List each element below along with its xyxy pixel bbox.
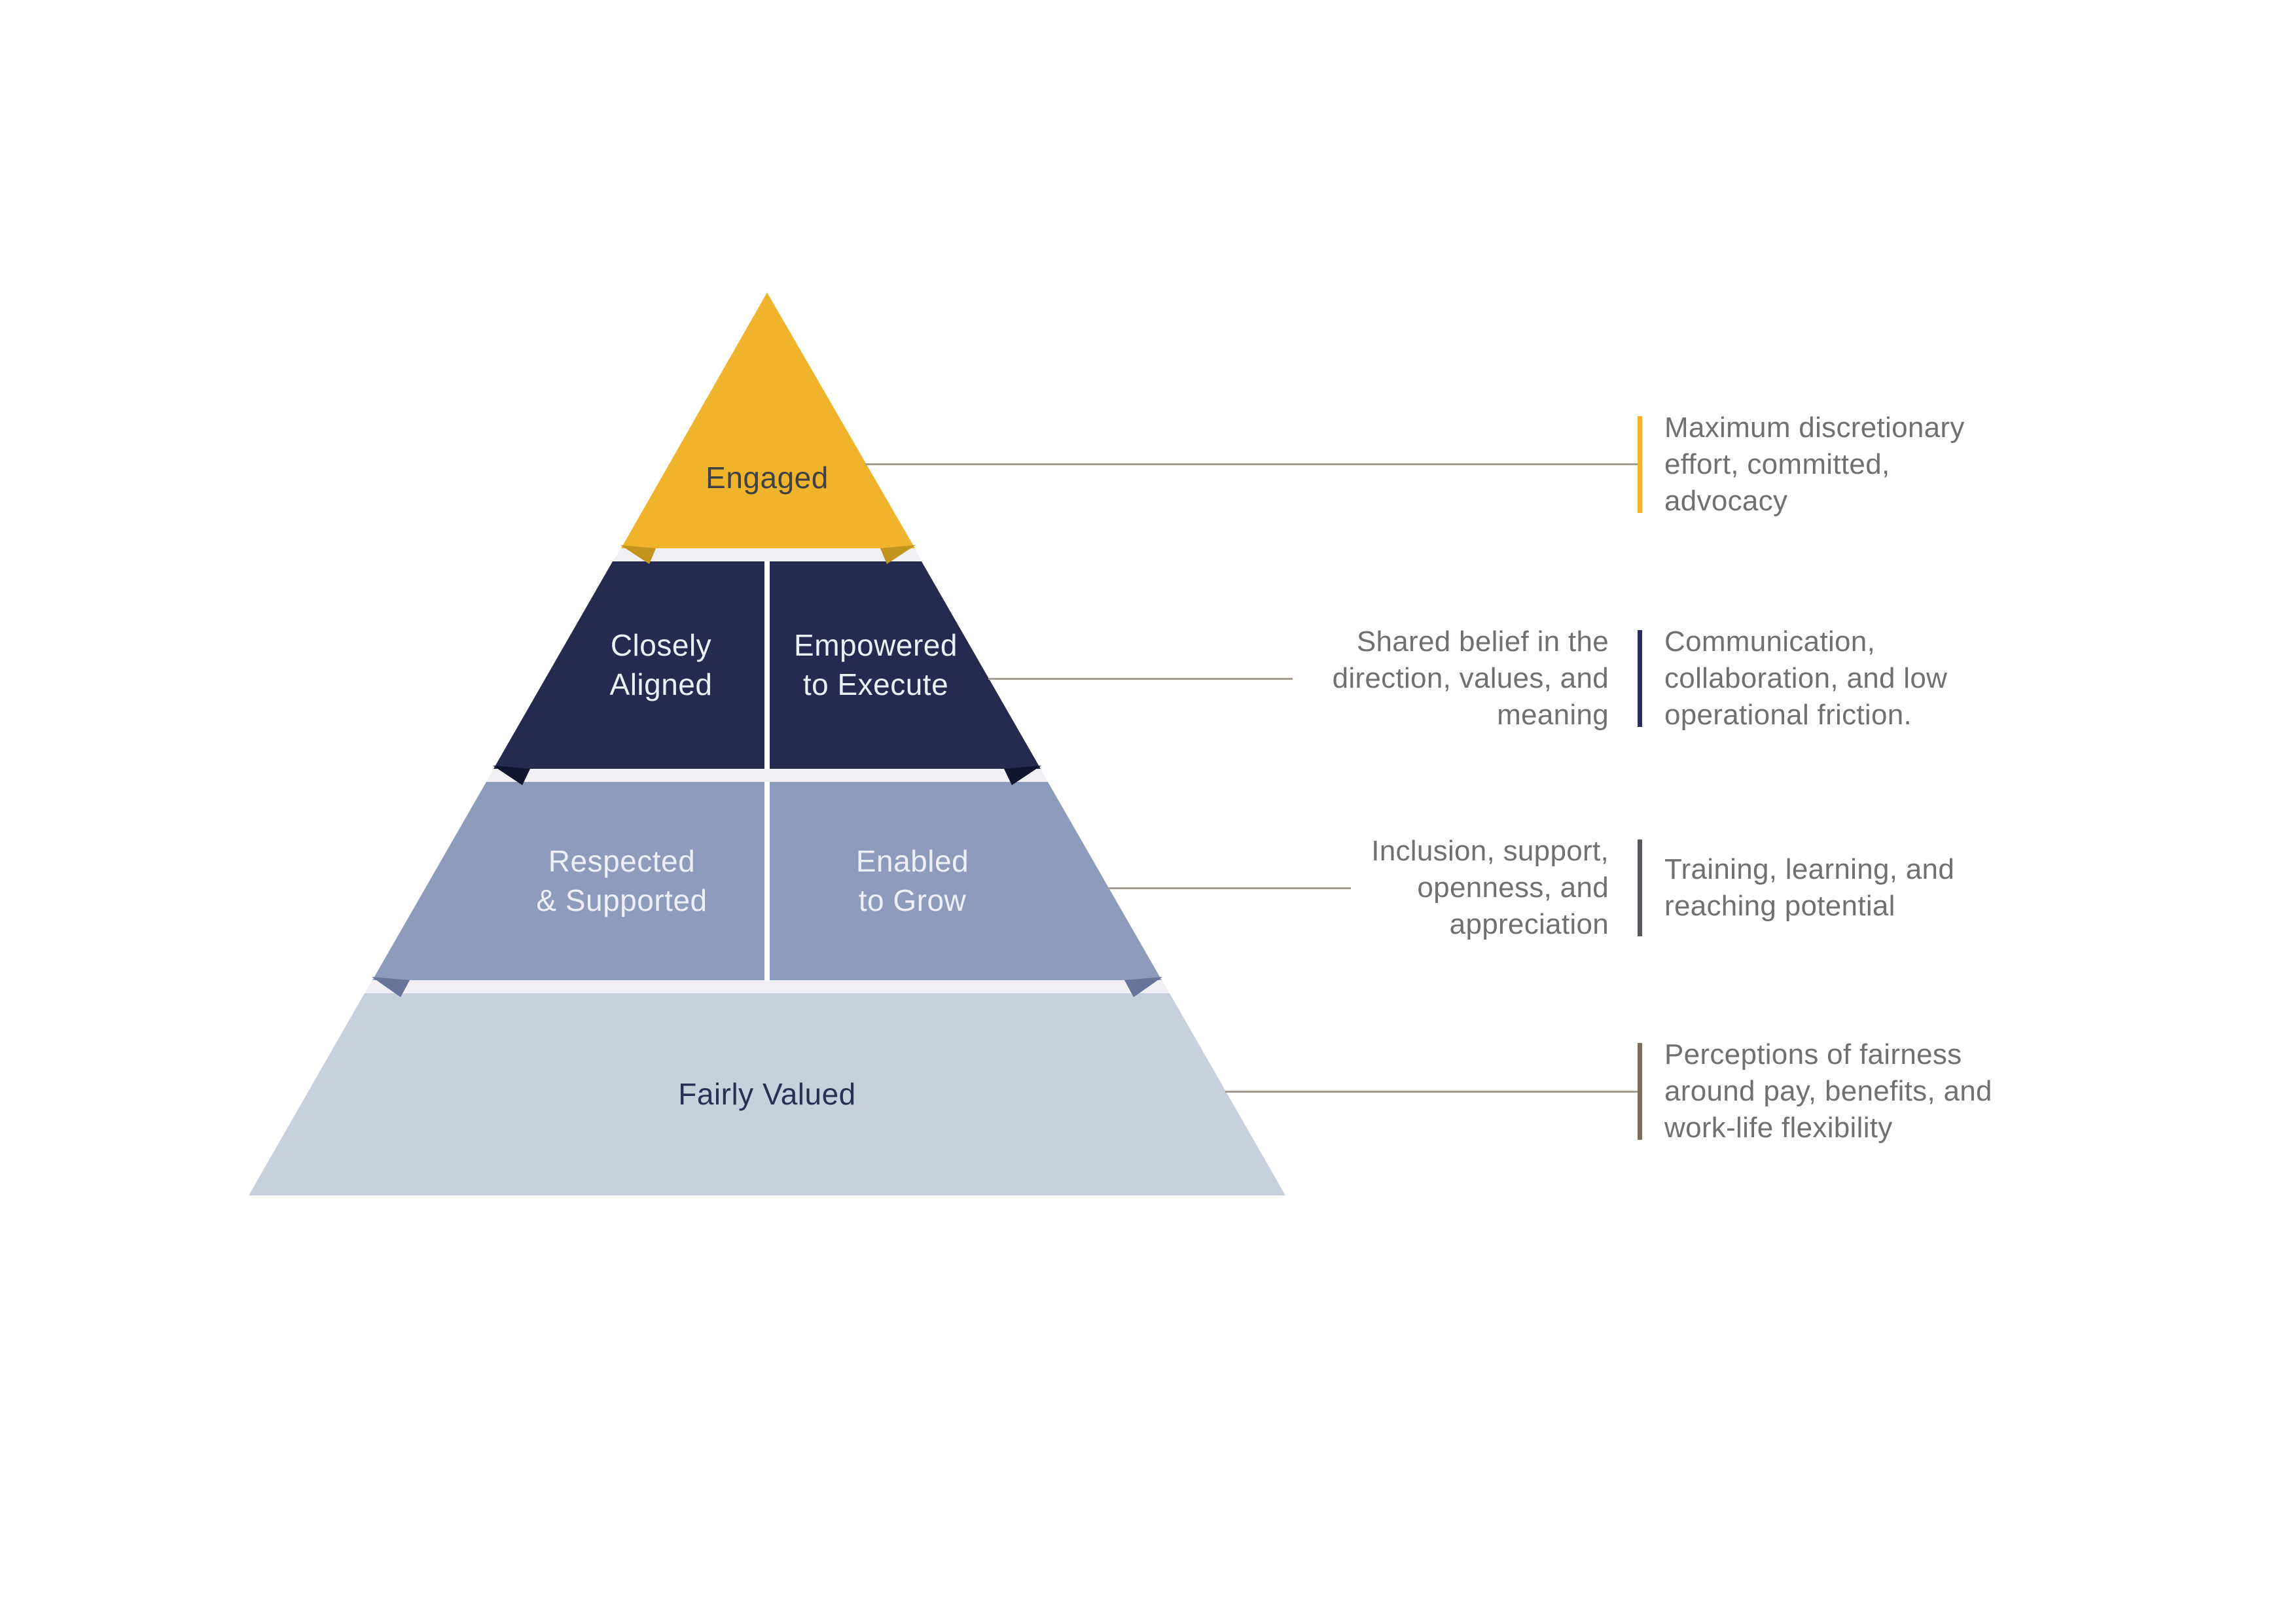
pyramid-label-engaged: Engaged: [706, 461, 829, 495]
gap-band-2: [486, 769, 1048, 782]
pyramid-label-closely-aligned: Closely Aligned: [609, 628, 713, 701]
annotation-left-text-respected: Inclusion, support, openness, and apprec…: [1371, 835, 1609, 940]
pyramid-label-fairly-valued: Fairly Valued: [678, 1077, 856, 1111]
level-1-right-flap: [880, 545, 916, 564]
level-3-right-flap: [1124, 977, 1162, 997]
level-4-shape: [249, 993, 1285, 1195]
level-1-shape: [621, 292, 915, 548]
level-3-left-flap: [372, 977, 410, 997]
annotation-bar-engaged: [1638, 416, 1642, 513]
level-2-left-flap: [493, 766, 530, 785]
annotation-right-text-engaged: Maximum discretionary effort, committed,…: [1664, 412, 1965, 517]
level-1-left-flap: [620, 545, 656, 564]
annotation-right-text-fairly-valued: Perceptions of fairness around pay, bene…: [1664, 1038, 1992, 1144]
level-3-left-shape: [372, 782, 764, 980]
level-2-right-shape: [770, 561, 1041, 769]
level-2-left-shape: [493, 561, 764, 769]
connector-line-fairly-valued: [1225, 1091, 1638, 1093]
annotation-bar-aligned: [1638, 630, 1642, 727]
annotation-bar-respected: [1638, 839, 1642, 936]
pyramid-label-enabled-to-grow: Enabled to Grow: [855, 844, 969, 917]
level-3-right-shape: [770, 782, 1162, 980]
connector-line-engaged: [865, 463, 1638, 465]
annotation-bar-fairly-valued: [1638, 1043, 1642, 1140]
connector-line-respected: [1109, 887, 1351, 889]
pyramid-label-empowered-to-execute: Empowered to Execute: [794, 628, 958, 701]
pyramid-label-respected-supported: Respected & Supported: [536, 844, 708, 917]
annotation-right-text-aligned: Communication, collaboration, and low op…: [1664, 626, 1948, 731]
gap-band-3: [365, 980, 1170, 993]
level-2-right-flap: [1004, 766, 1041, 785]
connector-line-aligned: [988, 678, 1293, 680]
annotation-right-text-respected: Training, learning, and reaching potenti…: [1664, 853, 1955, 922]
gap-band-1: [613, 548, 922, 561]
annotation-left-text-aligned: Shared belief in the direction, values, …: [1332, 626, 1609, 731]
